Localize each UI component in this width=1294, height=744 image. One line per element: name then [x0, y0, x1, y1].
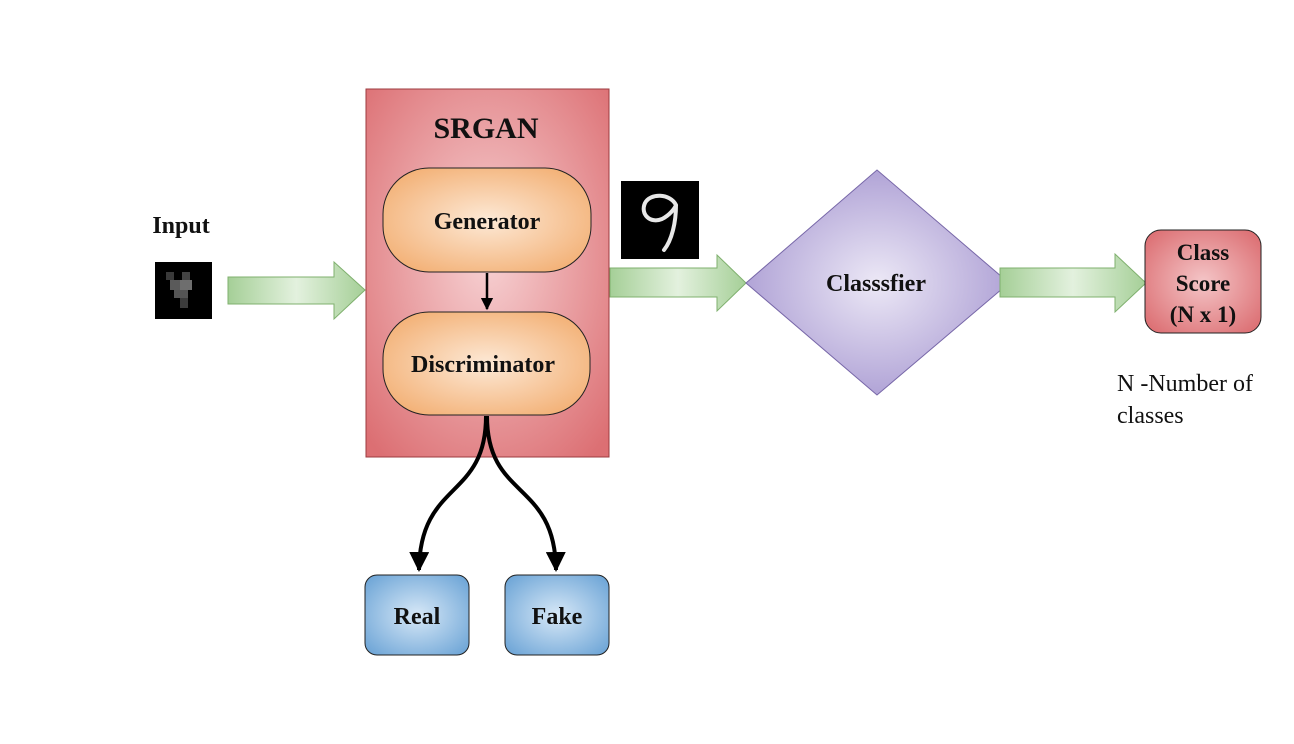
class-score-node — [1144, 229, 1262, 334]
note-line1: N -Number of — [1117, 371, 1253, 397]
class-score-line2: Score — [1176, 271, 1231, 296]
srgan-title: SRGAN — [433, 112, 538, 145]
srgan-to-classifier-arrow — [609, 253, 747, 313]
class-score-line3: (N x 1) — [1170, 302, 1236, 327]
discriminator-to-fake-arrow — [485, 415, 566, 572]
discriminator-label: Discriminator — [411, 352, 555, 378]
fake-label: Fake — [532, 604, 583, 630]
discriminator-node — [382, 311, 591, 416]
input-image — [155, 262, 212, 319]
generator-node — [382, 167, 592, 273]
classifier-label: Classsfier — [826, 271, 926, 297]
classifier-to-score-arrow — [999, 252, 1147, 314]
class-score-line1: Class — [1177, 240, 1229, 265]
fake-node — [504, 574, 610, 656]
real-label: Real — [394, 604, 441, 630]
generator-label: Generator — [434, 209, 541, 235]
input-label: Input — [152, 213, 209, 239]
note-line2: classes — [1117, 403, 1184, 429]
classifier-node — [745, 169, 1010, 396]
real-node — [364, 574, 470, 656]
input-arrow — [227, 260, 366, 321]
super-resolved-image — [621, 181, 699, 259]
discriminator-to-real-arrow — [409, 415, 488, 572]
